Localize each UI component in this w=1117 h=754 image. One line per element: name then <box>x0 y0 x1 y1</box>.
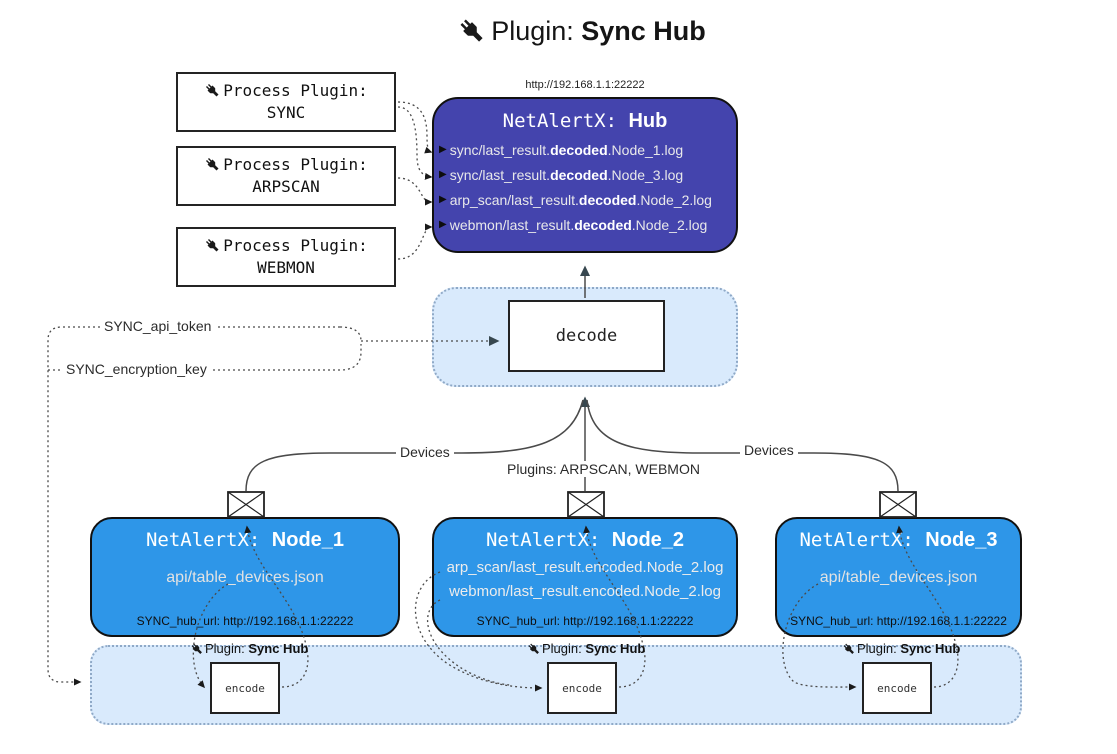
process-plugin-label: Process Plugin: <box>223 81 368 100</box>
node-name: Node_3 <box>925 529 998 551</box>
node-name: Node_1 <box>271 529 345 551</box>
process-plugin-name: WEBMON <box>257 258 315 277</box>
plug-icon <box>460 19 483 42</box>
page-title: Plugin: Sync Hub <box>0 16 1117 47</box>
node-file: arp_scan/last_result.encoded.Node_2.log <box>446 559 724 576</box>
node-2: NetAlertX: Node_2 arp_scan/last_result.e… <box>432 517 738 637</box>
process-plugin-webmon: Process Plugin: WEBMON <box>176 227 396 287</box>
node-file: api/table_devices.json <box>819 569 978 586</box>
process-plugin-name: ARPSCAN <box>252 177 320 196</box>
process-plugin-arpscan: Process Plugin: ARPSCAN <box>176 146 396 206</box>
hub-name: Hub <box>628 110 668 132</box>
envelope-icon <box>567 491 605 518</box>
node-prefix: NetAlertX: <box>799 529 926 551</box>
node-prefix: NetAlertX: <box>485 529 612 551</box>
encode-box: encode <box>210 662 280 714</box>
node-1: NetAlertX: Node_1 api/table_devices.json… <box>90 517 400 637</box>
process-plugin-name: SYNC <box>266 103 306 122</box>
plug-icon <box>206 238 219 252</box>
arrow-right-icon: ▶ <box>439 144 447 155</box>
node-file: webmon/last_result.encoded.Node_2.log <box>449 583 721 600</box>
setting-api-token: SYNC_api_token <box>100 318 216 334</box>
title-name: Sync Hub <box>581 16 706 46</box>
node-hub-url: SYNC_hub_url: http://192.168.1.1:22222 <box>476 614 694 628</box>
envelope-icon <box>879 491 917 518</box>
arrow-right-icon: ▶ <box>439 169 447 180</box>
plug-icon <box>843 643 854 654</box>
sync-hub-badge: Plugin: Sync Hub <box>842 641 960 656</box>
plug-icon <box>528 643 539 654</box>
arrow-right-icon: ▶ <box>439 194 447 205</box>
arrow-right-icon: ▶ <box>439 219 447 230</box>
sync-hub-badge: Plugin: Sync Hub <box>527 641 645 656</box>
hub-log-line: ▶arp_scan/last_result.decoded.Node_2.log <box>439 191 712 208</box>
plug-icon <box>206 83 219 97</box>
encode-box: encode <box>862 662 932 714</box>
node-file: api/table_devices.json <box>166 569 324 586</box>
node-3: NetAlertX: Node_3 api/table_devices.json… <box>775 517 1022 637</box>
node-name: Node_2 <box>611 529 685 551</box>
plug-icon <box>191 643 202 654</box>
node-prefix: NetAlertX: <box>145 529 272 551</box>
decode-box: decode <box>508 300 665 372</box>
node-hub-url: SYNC_hub_url: http://192.168.1.1:22222 <box>136 614 354 628</box>
plug-icon <box>206 157 219 171</box>
title-label: Plugin: <box>491 16 574 46</box>
node-hub-url: SYNC_hub_url: http://192.168.1.1:22222 <box>790 614 1007 628</box>
hub-prefix: NetAlertX: <box>502 110 629 132</box>
edge-label-devices-right: Devices <box>740 442 798 458</box>
hub-log-line: ▶webmon/last_result.decoded.Node_2.log <box>439 216 708 233</box>
sync-hub-badge: Plugin: Sync Hub <box>190 641 308 656</box>
process-plugin-label: Process Plugin: <box>223 155 368 174</box>
hub-url: http://192.168.1.1:22222 <box>525 79 645 91</box>
encode-box: encode <box>547 662 617 714</box>
hub-log-line: ▶sync/last_result.decoded.Node_3.log <box>439 166 684 183</box>
envelope-icon <box>227 491 265 518</box>
process-plugin-sync: Process Plugin: SYNC <box>176 72 396 132</box>
edge-label-plugins: Plugins: ARPSCAN, WEBMON <box>503 461 704 477</box>
process-plugin-label: Process Plugin: <box>223 236 368 255</box>
hub-node: NetAlertX: Hub ▶sync/last_result.decoded… <box>432 97 738 253</box>
setting-encryption-key: SYNC_encryption_key <box>62 361 211 377</box>
hub-log-line: ▶sync/last_result.decoded.Node_1.log <box>439 141 684 158</box>
edge-label-devices-left: Devices <box>396 444 454 460</box>
